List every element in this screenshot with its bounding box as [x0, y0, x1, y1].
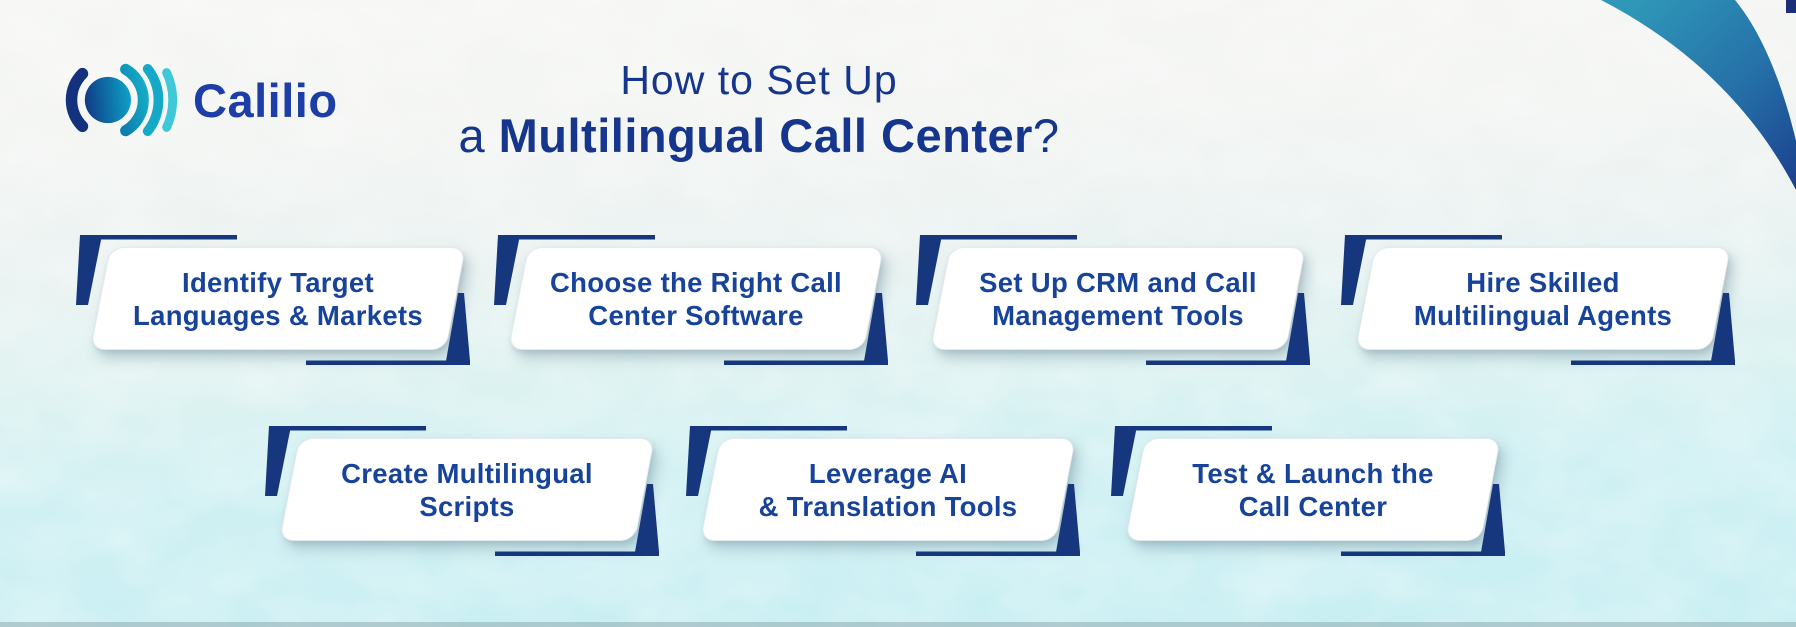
step-label: Test & Launch the Call Center: [1192, 457, 1434, 522]
step-label: Leverage AI & Translation Tools: [758, 457, 1018, 522]
step-card-3: Set Up CRM and Call Management Tools: [916, 235, 1310, 365]
step-label: Create Multilingual Scripts: [341, 457, 593, 522]
step-card-4: Hire Skilled Multilingual Agents: [1341, 235, 1735, 365]
page-title: How to Set Up a Multilingual Call Center…: [359, 56, 1159, 165]
title-line-2: a Multilingual Call Center?: [359, 108, 1159, 164]
step-card-6: Leverage AI & Translation Tools: [686, 426, 1080, 556]
bottom-edge-line: [0, 622, 1796, 627]
step-label: Hire Skilled Multilingual Agents: [1413, 266, 1673, 331]
step-label: Choose the Right Call Center Software: [549, 266, 842, 331]
brand-name: Calilio: [193, 73, 338, 127]
title-line-2-suffix: ?: [1032, 109, 1060, 163]
title-line-2-prefix: a: [458, 109, 499, 163]
title-line-1: How to Set Up: [620, 57, 898, 103]
step-label: Identify Target Languages & Markets: [133, 266, 423, 331]
step-label: Set Up CRM and Call Management Tools: [979, 266, 1257, 331]
step-card-5: Create Multilingual Scripts: [265, 426, 659, 556]
step-card-7: Test & Launch the Call Center: [1111, 426, 1505, 556]
step-card-1: Identify Target Languages & Markets: [76, 235, 470, 365]
step-card-2: Choose the Right Call Center Software: [494, 235, 888, 365]
title-line-2-bold: Multilingual Call Center: [498, 109, 1033, 163]
call-sound-wave-icon: [65, 63, 178, 137]
brand-logo: Calilio: [52, 52, 338, 148]
